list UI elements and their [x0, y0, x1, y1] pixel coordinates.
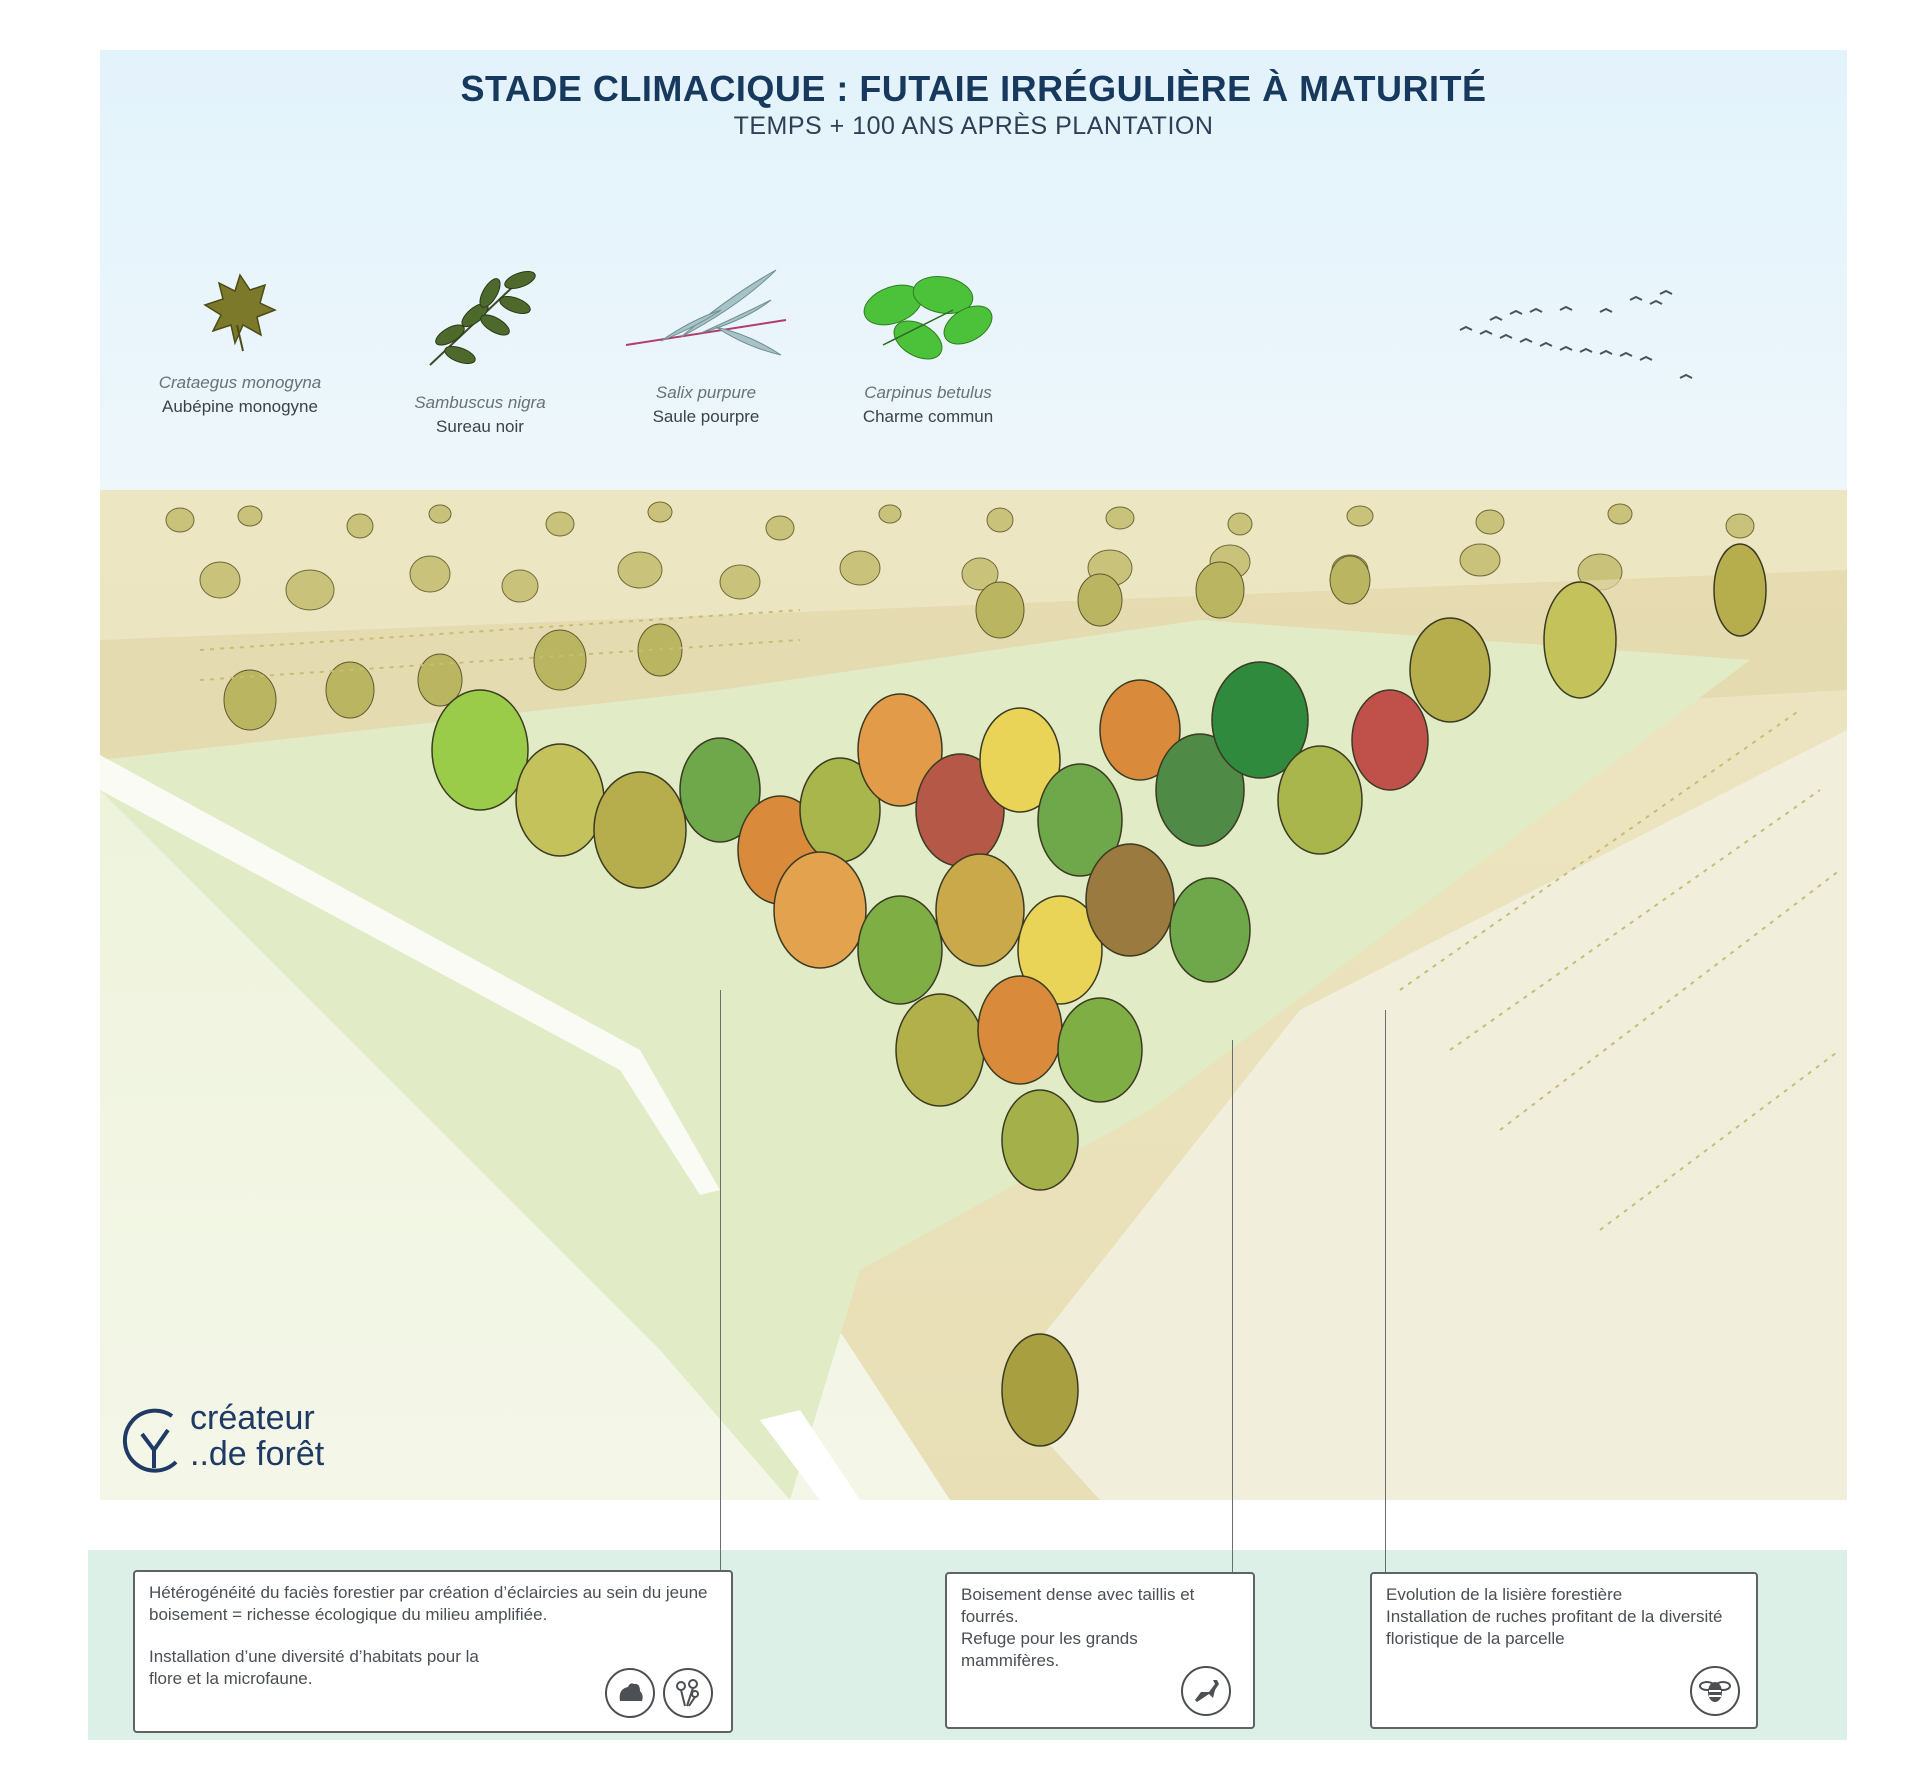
middle-hedgerow [223, 555, 1371, 731]
logo-line-1: créateur [190, 1399, 315, 1437]
createur-de-foret-logo: créateur ..de forêt [120, 1400, 370, 1490]
bee-icon [1690, 1666, 1740, 1716]
species-common: Charme commun [862, 407, 994, 426]
poster: STADE CLIMACIQUE : FUTAIE IRRÉGULIÈRE À … [100, 50, 1847, 1500]
page-title: STADE CLIMACIQUE : FUTAIE IRRÉGULIÈRE À … [460, 68, 1487, 109]
horizon-hedgerows [165, 501, 1759, 611]
species-common: Saule pourpre [652, 407, 760, 426]
species-common: Sureau noir [436, 417, 524, 436]
species-latin: Sambuscus nigra [414, 393, 546, 412]
species-latin: Salix purpure [655, 383, 757, 402]
species-latin: Carpinus betulus [864, 383, 992, 402]
leader-line [720, 990, 721, 1570]
species-sambucus: Sambuscus nigra Sureau noir [390, 265, 570, 437]
landscape-illustration [100, 490, 1847, 1500]
frog-icon [605, 1668, 655, 1718]
callout-text: Installation d’une diversité d’habitats … [149, 1647, 479, 1688]
deer-icon [1181, 1666, 1231, 1716]
logo-line-2: ..de forêt [190, 1435, 325, 1473]
callout-dense-woodland: Boisement dense avec taillis et fourrés.… [945, 1572, 1255, 1729]
willow-leaf-icon [625, 269, 787, 356]
species-carpinus: Carpinus betulus Charme commun [838, 265, 1018, 427]
logo-text: créateur ..de forêt [190, 1400, 324, 1472]
species-salix: Salix purpure Saule pourpre [616, 265, 796, 427]
wildflower-icon [663, 1668, 713, 1718]
field-furrows [199, 609, 1841, 1231]
leader-line [1232, 1040, 1233, 1574]
logo-mark-icon [122, 1408, 178, 1473]
leader-line [1385, 1010, 1386, 1574]
species-crataegus: Crataegus monogyna Aubépine monogyne [150, 265, 330, 417]
hawthorn-leaf-icon [203, 273, 277, 352]
callout-forest-edge: Evolution de la lisière forestière Insta… [1370, 1572, 1758, 1729]
forest-canopy [431, 543, 1767, 1447]
callout-text: Boisement dense avec taillis et fourrés.… [961, 1585, 1195, 1670]
page-subtitle: TEMPS + 100 ANS APRÈS PLANTATION [733, 112, 1214, 140]
elder-leaf-icon [429, 270, 536, 366]
bird-flock-icon [1459, 290, 1693, 379]
callout-text: Evolution de la lisière forestière Insta… [1386, 1585, 1723, 1648]
sky [100, 50, 1847, 502]
species-latin: Crataegus monogyna [158, 373, 322, 392]
species-common: Aubépine monogyne [162, 397, 318, 416]
callout-heterogeneity: Hétérogénéité du faciès forestier par cr… [133, 1570, 733, 1733]
hornbeam-leaf-icon [863, 276, 993, 360]
callout-text: Hétérogénéité du faciès forestier par cr… [149, 1583, 708, 1624]
